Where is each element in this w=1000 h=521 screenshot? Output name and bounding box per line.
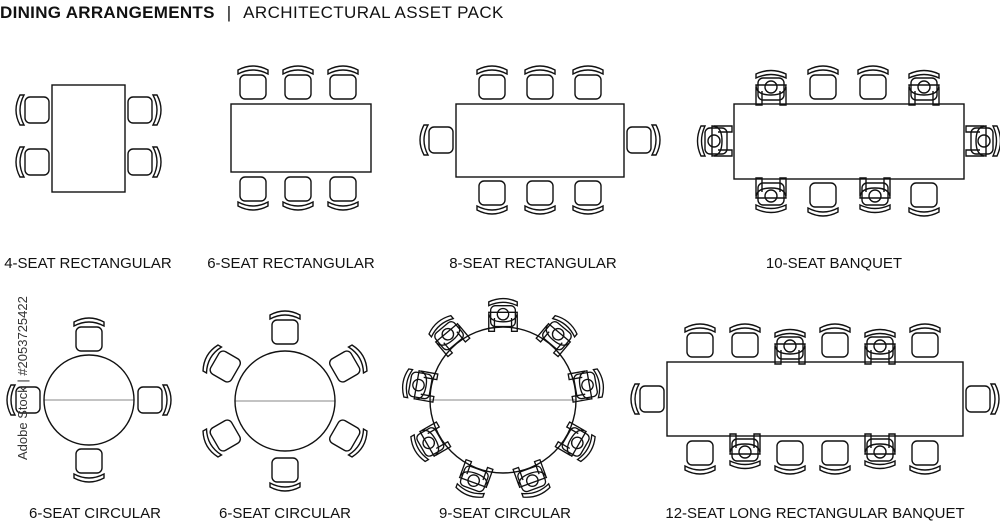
seated-person-icon <box>455 458 494 498</box>
chair-icon <box>73 448 105 483</box>
page-subtitle: ARCHITECTURAL ASSET PACK <box>243 3 504 22</box>
seated-person-icon <box>755 69 787 106</box>
layout-4-seat-rectangular <box>15 84 162 193</box>
layout-label: 10-SEAT BANQUET <box>766 255 902 272</box>
chair-icon <box>73 317 105 352</box>
chair-icon <box>908 182 940 217</box>
seated-person-icon <box>428 314 471 358</box>
chair-icon <box>909 323 941 358</box>
layout-label: 8-SEAT RECTANGULAR <box>449 255 617 272</box>
chair-icon <box>127 94 162 126</box>
seated-person-icon <box>864 328 896 365</box>
chair-icon <box>282 65 314 100</box>
chair-icon <box>626 124 661 156</box>
chair-icon <box>202 344 242 383</box>
chair-icon <box>282 176 314 211</box>
chair-icon <box>684 323 716 358</box>
seated-person-icon <box>488 297 518 332</box>
layout-12-seat-long-banquet <box>630 323 1000 475</box>
layout-6-seat-circular-a <box>6 317 172 483</box>
table-top <box>666 361 964 437</box>
seated-person-icon <box>729 433 761 470</box>
chair-icon <box>684 440 716 475</box>
seated-person-icon <box>535 314 578 358</box>
layout-label: 6-SEAT CIRCULAR <box>29 505 161 521</box>
chair-icon <box>237 65 269 100</box>
layout-8-seat-rectangular <box>419 65 661 215</box>
chair-icon <box>15 94 50 126</box>
seated-person-icon <box>401 368 439 403</box>
chair-icon <box>476 180 508 215</box>
layout-label: 4-SEAT RECTANGULAR <box>4 255 172 272</box>
layout-label: 6-SEAT CIRCULAR <box>219 505 351 521</box>
seated-person-icon <box>755 177 787 214</box>
page-title: DINING ARRANGEMENTS <box>0 3 215 22</box>
chair-icon <box>202 419 242 458</box>
chair-icon <box>774 440 806 475</box>
chair-icon <box>137 384 172 416</box>
page-header: DINING ARRANGEMENTS | ARCHITECTURAL ASSE… <box>0 0 1000 26</box>
seated-person-icon <box>554 421 596 463</box>
chair-icon <box>965 383 1000 415</box>
chair-icon <box>269 457 301 492</box>
seated-person-icon <box>410 421 452 463</box>
seated-person-icon <box>696 125 733 157</box>
chair-icon <box>819 440 851 475</box>
layout-label: 6-SEAT RECTANGULAR <box>207 255 375 272</box>
table-top <box>733 103 965 180</box>
seated-person-icon <box>859 177 891 214</box>
chair-icon <box>269 310 301 345</box>
chair-icon <box>630 383 665 415</box>
chair-icon <box>572 180 604 215</box>
chair-icon <box>237 176 269 211</box>
seated-person-icon <box>774 328 806 365</box>
chair-icon <box>729 323 761 358</box>
chair-icon <box>572 65 604 100</box>
chair-icon <box>524 65 556 100</box>
seated-person-icon <box>567 368 605 403</box>
layout-10-seat-banquet <box>696 65 1000 217</box>
chair-icon <box>127 146 162 178</box>
table-top <box>455 103 625 178</box>
layout-label: 12-SEAT LONG RECTANGULAR BANQUET <box>665 505 964 521</box>
chair-icon <box>476 65 508 100</box>
seated-person-icon <box>864 433 896 470</box>
seated-person-icon <box>908 69 940 106</box>
chair-icon <box>328 419 368 458</box>
table-top <box>230 103 372 173</box>
chair-icon <box>524 180 556 215</box>
chair-icon <box>327 65 359 100</box>
layout-6-seat-circular-b <box>202 310 368 492</box>
chair-icon <box>807 65 839 100</box>
chair-icon <box>807 182 839 217</box>
chair-icon <box>909 440 941 475</box>
chair-icon <box>819 323 851 358</box>
seated-person-icon <box>965 125 1000 157</box>
layout-6-seat-rectangular <box>230 65 372 211</box>
chair-icon <box>15 146 50 178</box>
title-separator: | <box>226 3 232 22</box>
chair-icon <box>328 344 368 383</box>
layout-label: 9-SEAT CIRCULAR <box>439 505 571 521</box>
chair-icon <box>857 65 889 100</box>
chair-icon <box>6 384 41 416</box>
chair-icon <box>327 176 359 211</box>
table-top <box>51 84 126 193</box>
stock-credit: Adobe Stock | #2053725422 <box>15 296 30 460</box>
chair-icon <box>419 124 454 156</box>
layout-9-seat-circular <box>401 297 605 498</box>
seated-person-icon <box>512 458 551 498</box>
